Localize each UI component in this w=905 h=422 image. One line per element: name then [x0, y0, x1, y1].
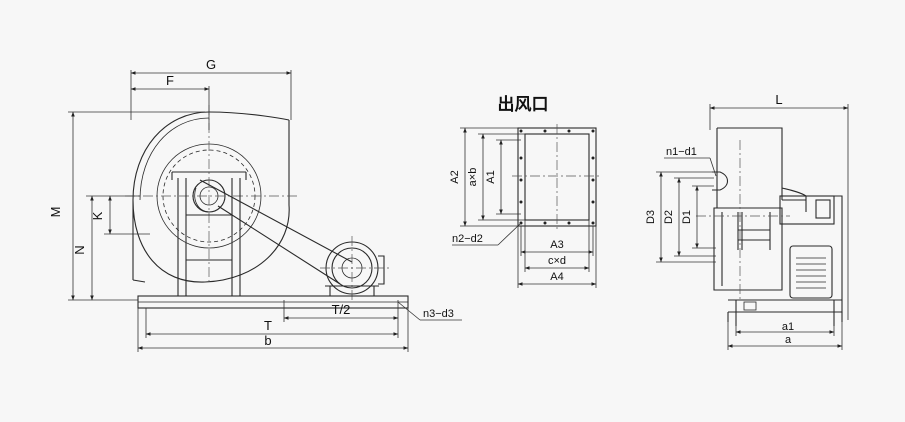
volute-inner — [139, 117, 210, 201]
outlet-view: 出风口 A2 a×b A1 n2−d2 — [449, 94, 602, 288]
dim-K: K — [90, 211, 105, 220]
dim-A3: A3 — [550, 239, 563, 251]
dim-D1: D1 — [681, 210, 693, 224]
dim-a1: a1 — [782, 321, 794, 333]
bearing-housing — [779, 195, 835, 225]
dim-D2: D2 — [663, 210, 675, 224]
dim-A4: A4 — [550, 271, 563, 283]
dim-n2-d2: n2−d2 — [452, 233, 483, 245]
side-view: G F M N K T/2 T b n3−d3 — [48, 57, 462, 352]
dim-A2: A2 — [449, 170, 461, 183]
outlet-bolt-holes — [519, 129, 595, 225]
dim-b: b — [264, 333, 271, 348]
front-view: L n1−d1 D3 D2 D1 a1 a — [645, 92, 849, 350]
volute-casing — [132, 111, 290, 283]
support-stand — [171, 171, 247, 296]
dim-G: G — [206, 57, 216, 72]
dim-T-half: T/2 — [332, 302, 351, 317]
dim-D3: D3 — [645, 210, 657, 224]
dim-cxd: c×d — [548, 255, 566, 267]
motor-pulley — [331, 247, 373, 289]
dim-axb: a×b — [467, 168, 479, 187]
inlet-cone — [713, 207, 783, 291]
outlet-title: 出风口 — [498, 94, 549, 115]
dim-n3-d3: n3−d3 — [423, 308, 454, 320]
dim-T: T — [264, 318, 272, 333]
dim-a: a — [785, 334, 792, 346]
belt-guard — [199, 179, 353, 285]
dim-n1-d1: n1−d1 — [666, 146, 697, 158]
dim-N: N — [72, 245, 87, 254]
front-casing — [716, 127, 807, 212]
dim-L: L — [775, 92, 782, 107]
dim-M: M — [48, 207, 63, 218]
dim-A1: A1 — [485, 170, 497, 183]
dim-F: F — [166, 73, 174, 88]
motor — [789, 245, 833, 299]
